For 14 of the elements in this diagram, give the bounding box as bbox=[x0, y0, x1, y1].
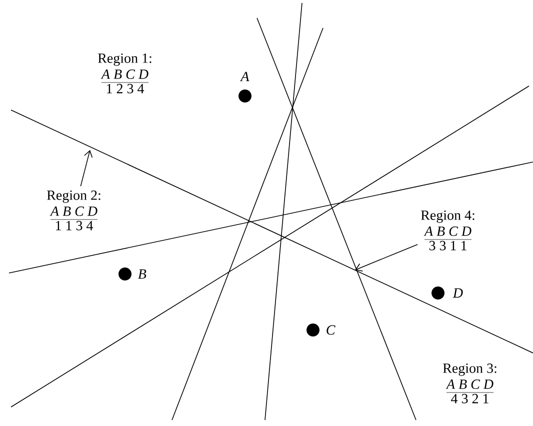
region-label: Region 2: A B C D 1 1 3 4 bbox=[47, 190, 100, 230]
leader-arrow bbox=[80, 150, 93, 187]
point-dot bbox=[432, 286, 444, 300]
point-dot bbox=[306, 324, 320, 336]
point-label: D bbox=[452, 288, 463, 298]
point-label: A bbox=[240, 72, 250, 82]
point-dot bbox=[118, 268, 132, 280]
point-dot bbox=[238, 90, 252, 102]
point-label: C bbox=[326, 325, 336, 335]
leader-arrow bbox=[355, 244, 418, 272]
region-label: Region 1: A B C D 1 2 3 4 bbox=[98, 54, 152, 94]
region-label: Region 3: A B C D 4 3 2 1 bbox=[443, 364, 496, 404]
point-label: B bbox=[138, 269, 146, 279]
region-label: Region 4: A B C D 3 3 1 1 bbox=[421, 210, 474, 250]
